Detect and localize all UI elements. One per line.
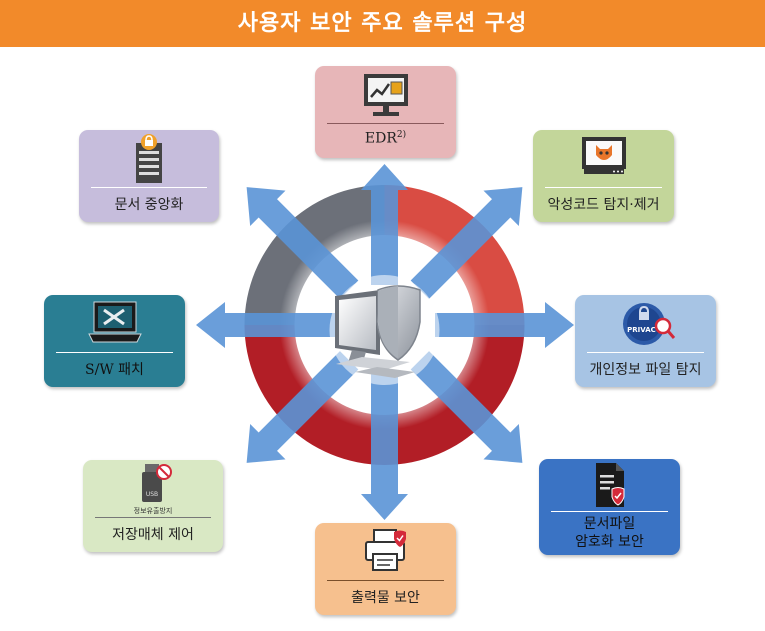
arrows (196, 164, 574, 520)
document-encryption-label-line2: 암호화 보안 (575, 534, 644, 550)
document-encryption-label: 문서파일 암호화 보안 (539, 515, 680, 551)
arrow-down (361, 370, 408, 520)
arrow-down-left (246, 351, 359, 463)
print-security-box: 출력물 보안 (315, 523, 456, 615)
privacy-badge-text: PRIVACY (627, 326, 662, 334)
sw-patch-label: S/W 패치 (85, 362, 144, 378)
edr-label: EDR2) (364, 130, 407, 147)
page-title: 사용자 보안 주요 솔루션 구성 (237, 11, 528, 36)
page-title-banner: 사용자 보안 주요 솔루션 구성 (0, 0, 765, 47)
usb-block-icon: USB (142, 464, 172, 502)
laptop-tools-icon (87, 301, 142, 343)
privacy-search-icon: PRIVACY (622, 303, 675, 345)
storage-media-control-box: USB 정보유출방지 저장매체 제어 (83, 460, 223, 552)
document-lock-icon (136, 134, 162, 183)
ring-segment-darkred (244, 325, 525, 465)
document-centralization-box: 문서 중앙화 (79, 130, 219, 222)
print-security-label: 출력물 보안 (351, 590, 420, 606)
privacy-file-detection-label: 개인정보 파일 탐지 (589, 362, 702, 378)
edr-box: EDR2) (315, 66, 456, 158)
computer-shield-icon (335, 285, 421, 378)
arrow-up (361, 164, 408, 285)
storage-caption: 정보유출방지 (133, 507, 173, 515)
privacy-file-detection-box: PRIVACY 개인정보 파일 탐지 (575, 295, 716, 387)
arrow-up-left (246, 187, 359, 299)
malware-detection-label: 악성코드 탐지·제거 (547, 197, 660, 213)
document-shield-icon (595, 463, 624, 507)
arrow-right (435, 302, 574, 348)
printer-shield-icon (364, 529, 406, 571)
monitor-chart-icon (363, 74, 408, 116)
usb-text: USB (146, 491, 158, 498)
document-encryption-box: 문서파일 암호화 보안 (539, 459, 680, 555)
monitor-malware-icon (581, 137, 626, 174)
malware-detection-box: 악성코드 탐지·제거 (533, 130, 674, 222)
document-centralization-label: 문서 중앙화 (114, 197, 184, 213)
arrow-down-right (410, 351, 523, 463)
storage-media-control-label: 저장매체 제어 (112, 527, 194, 543)
arrow-left (196, 302, 335, 348)
document-encryption-label-line1: 문서파일 (583, 516, 636, 532)
arrow-up-right (410, 187, 523, 299)
sw-patch-box: S/W 패치 (44, 295, 185, 387)
